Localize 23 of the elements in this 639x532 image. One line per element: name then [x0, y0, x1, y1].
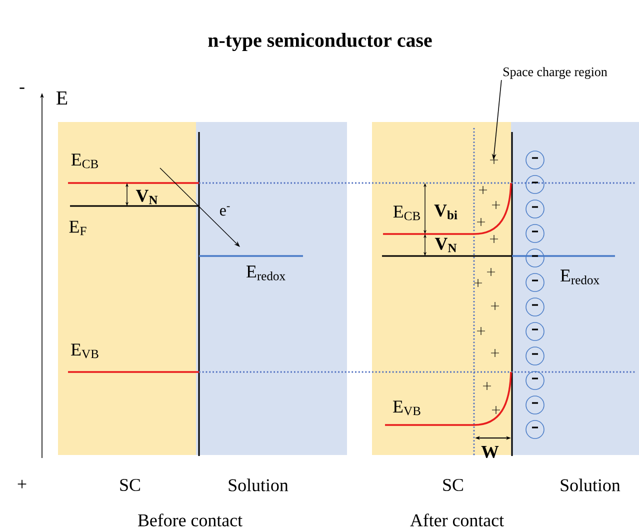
panel-caption: After contact: [410, 514, 504, 526]
level-label: E$_{VB}$: [393, 400, 420, 416]
axis-sign: +: [18, 480, 26, 488]
axis-label: E: [56, 91, 68, 105]
title: n-type semiconductor case: [208, 32, 432, 52]
level-label: E$_{redox}$: [560, 270, 600, 284]
region-label: Solution: [560, 478, 620, 492]
potential-label: V$_{bi}$: [434, 204, 458, 220]
space-charge-region: [474, 156, 512, 430]
level-label: E$_{redox}$: [246, 266, 286, 280]
panel-caption: Before contact: [138, 514, 242, 526]
level-label: E$_{CB}$: [393, 206, 420, 220]
electron-label: e$^{-}$: [220, 206, 230, 216]
level-label: E$_{CB}$: [71, 154, 98, 168]
potential-label: V$_{N}$: [136, 190, 158, 204]
region-label: Solution: [228, 478, 288, 492]
callout-text: Space charge region: [503, 67, 608, 79]
axis-sign: -: [20, 88, 24, 89]
region-label: SC: [120, 478, 140, 492]
potential-label: V$_{N}$: [434, 238, 457, 252]
level-label: E$_{VB}$: [71, 344, 98, 358]
level-label: E$_{F}$: [69, 220, 86, 236]
region-label: SC: [443, 478, 463, 492]
